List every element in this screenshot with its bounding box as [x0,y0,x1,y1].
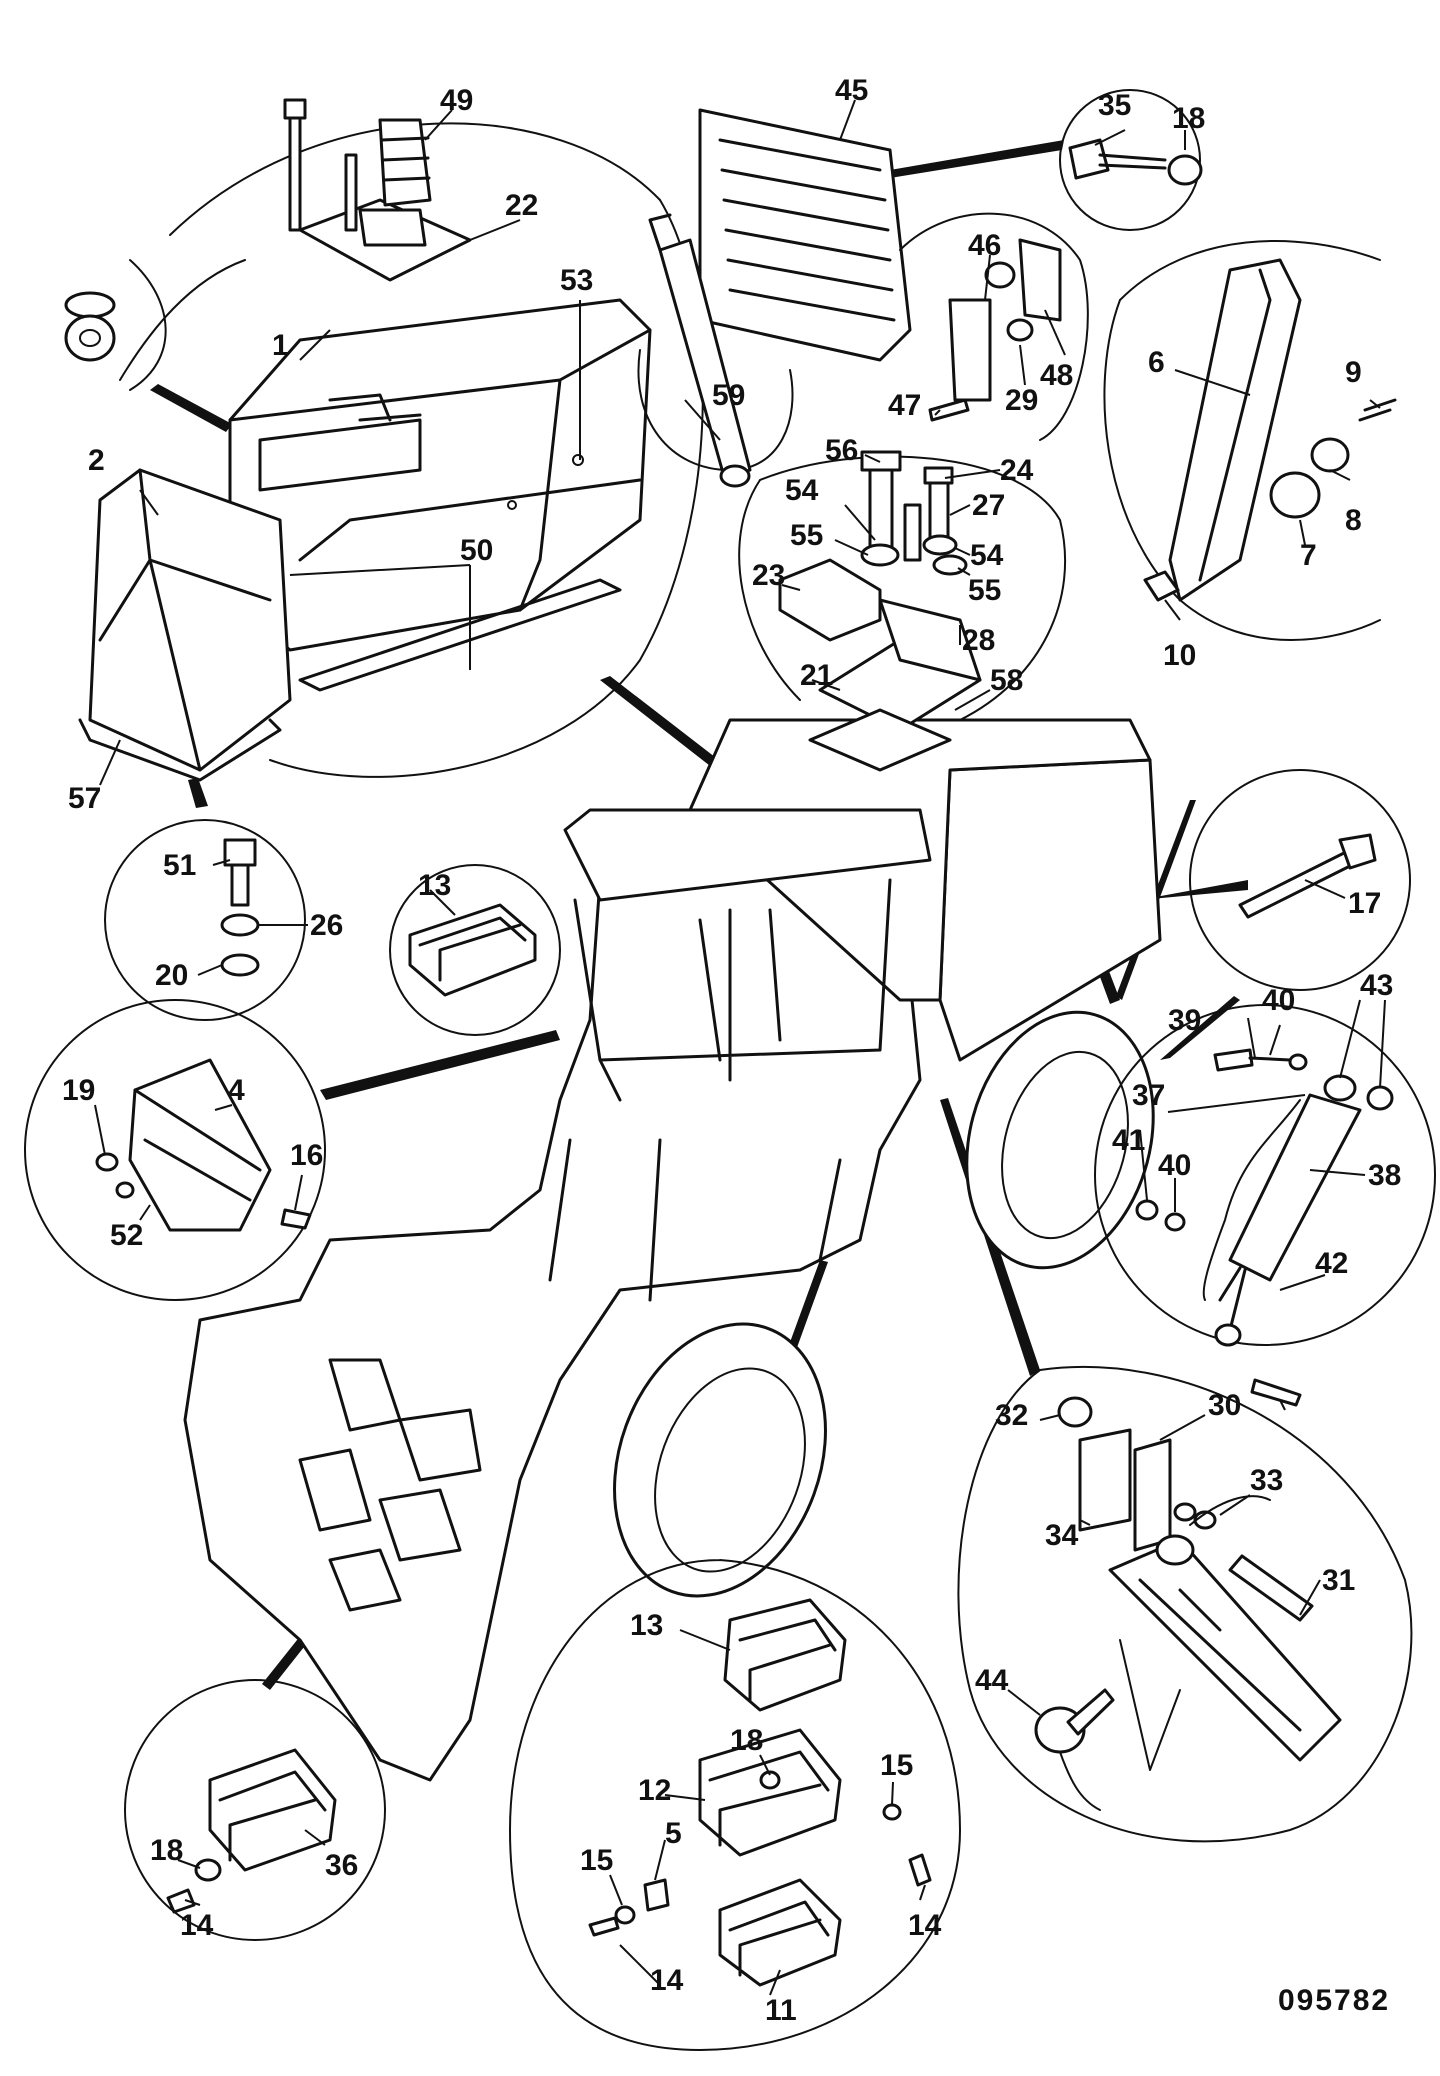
callout-49: 49 [440,84,473,117]
leader-lines [94,99,1386,1996]
callout-48: 48 [1040,359,1073,392]
callout-10: 10 [1163,639,1196,672]
detail-bolt-35 [1059,89,1203,231]
callout-40-lower: 40 [1158,1149,1191,1182]
callout-44: 44 [975,1664,1009,1697]
callout-54-left: 54 [785,474,819,507]
callout-19: 19 [62,1074,95,1107]
callout-18-step36: 18 [150,1834,183,1867]
callout-34: 34 [1045,1519,1079,1552]
detail-step-4 [24,999,326,1301]
callout-50: 50 [460,534,493,567]
callout-37: 37 [1132,1079,1165,1112]
callout-13-lower: 13 [630,1609,663,1642]
callout-27: 27 [972,489,1005,522]
callout-12: 12 [638,1774,671,1807]
callout-52: 52 [110,1219,143,1252]
callout-20: 20 [155,959,188,992]
callout-26: 26 [310,909,343,942]
callout-36: 36 [325,1849,358,1882]
callout-15-right: 15 [880,1749,913,1782]
callout-59: 59 [712,379,745,412]
callout-56: 56 [825,434,858,467]
callout-51: 51 [163,849,196,882]
callout-41: 41 [1112,1124,1145,1157]
callout-22: 22 [505,189,538,222]
callout-42: 42 [1315,1247,1348,1280]
callout-18-top: 18 [1172,102,1205,135]
callout-39: 39 [1168,1004,1201,1037]
detail-bracket [899,212,1089,441]
callout-53: 53 [560,264,593,297]
callout-43-a: 43 [1360,969,1393,1002]
callout-14-right: 14 [908,1909,942,1942]
callout-57: 57 [68,782,101,815]
callout-45: 45 [835,74,868,107]
machine-outline [183,718,1162,1782]
callout-32: 32 [995,1399,1028,1432]
callout-8: 8 [1345,504,1362,537]
callout-18-steps: 18 [730,1724,763,1757]
callout-38: 38 [1368,1159,1401,1192]
callout-1: 1 [272,329,289,362]
detail-hitch [957,1366,1413,1843]
callout-5: 5 [665,1817,682,1850]
callout-15-left: 15 [580,1844,613,1877]
callout-17: 17 [1348,887,1381,920]
callout-54-right: 54 [970,539,1004,572]
callout-47: 47 [888,389,921,422]
detail-seat-mount [738,450,1067,772]
callout-33: 33 [1250,1464,1283,1497]
callout-30: 30 [1208,1389,1241,1422]
callout-55-right: 55 [968,574,1001,607]
callout-29: 29 [1005,384,1038,417]
callout-14-step36: 14 [180,1909,214,1942]
detail-gas-strut [1094,1004,1436,1407]
callout-2: 2 [88,444,105,477]
callout-24: 24 [1000,454,1034,487]
detail-mount-bracket [1103,239,1397,641]
callout-4: 4 [228,1074,245,1107]
callout-11: 11 [765,1994,797,2027]
callout-6: 6 [1148,346,1165,379]
detail-pin-51 [104,819,306,1021]
buffer-mount-plate [283,98,472,282]
detail-circle-hood [78,122,704,782]
callout-9: 9 [1345,356,1362,389]
detail-grille-strut [637,108,912,488]
detail-step-36 [124,1679,386,1941]
callout-23: 23 [752,559,785,592]
callout-35: 35 [1098,89,1131,122]
detail-pin-17 [1189,769,1411,991]
callout-21: 21 [800,659,833,692]
callout-46: 46 [968,229,1001,262]
callout-40-top: 40 [1262,984,1295,1017]
callout-labels: 1 2 4 5 6 7 8 9 10 11 12 13 13 14 14 14 … [62,74,1401,2027]
callout-31: 31 [1322,1564,1355,1597]
callout-55-left: 55 [790,519,823,552]
drawing-number: 095782 [1278,1984,1390,2017]
detail-steps-lower [509,1559,961,2051]
callout-28: 28 [962,624,995,657]
callout-16: 16 [290,1139,323,1172]
callout-58: 58 [990,664,1023,697]
callout-7: 7 [1300,539,1317,572]
detail-step-13-top [389,864,561,1036]
detail-nut-washer [64,259,167,391]
callout-13-top: 13 [418,869,451,902]
callout-14-left: 14 [650,1964,684,1997]
